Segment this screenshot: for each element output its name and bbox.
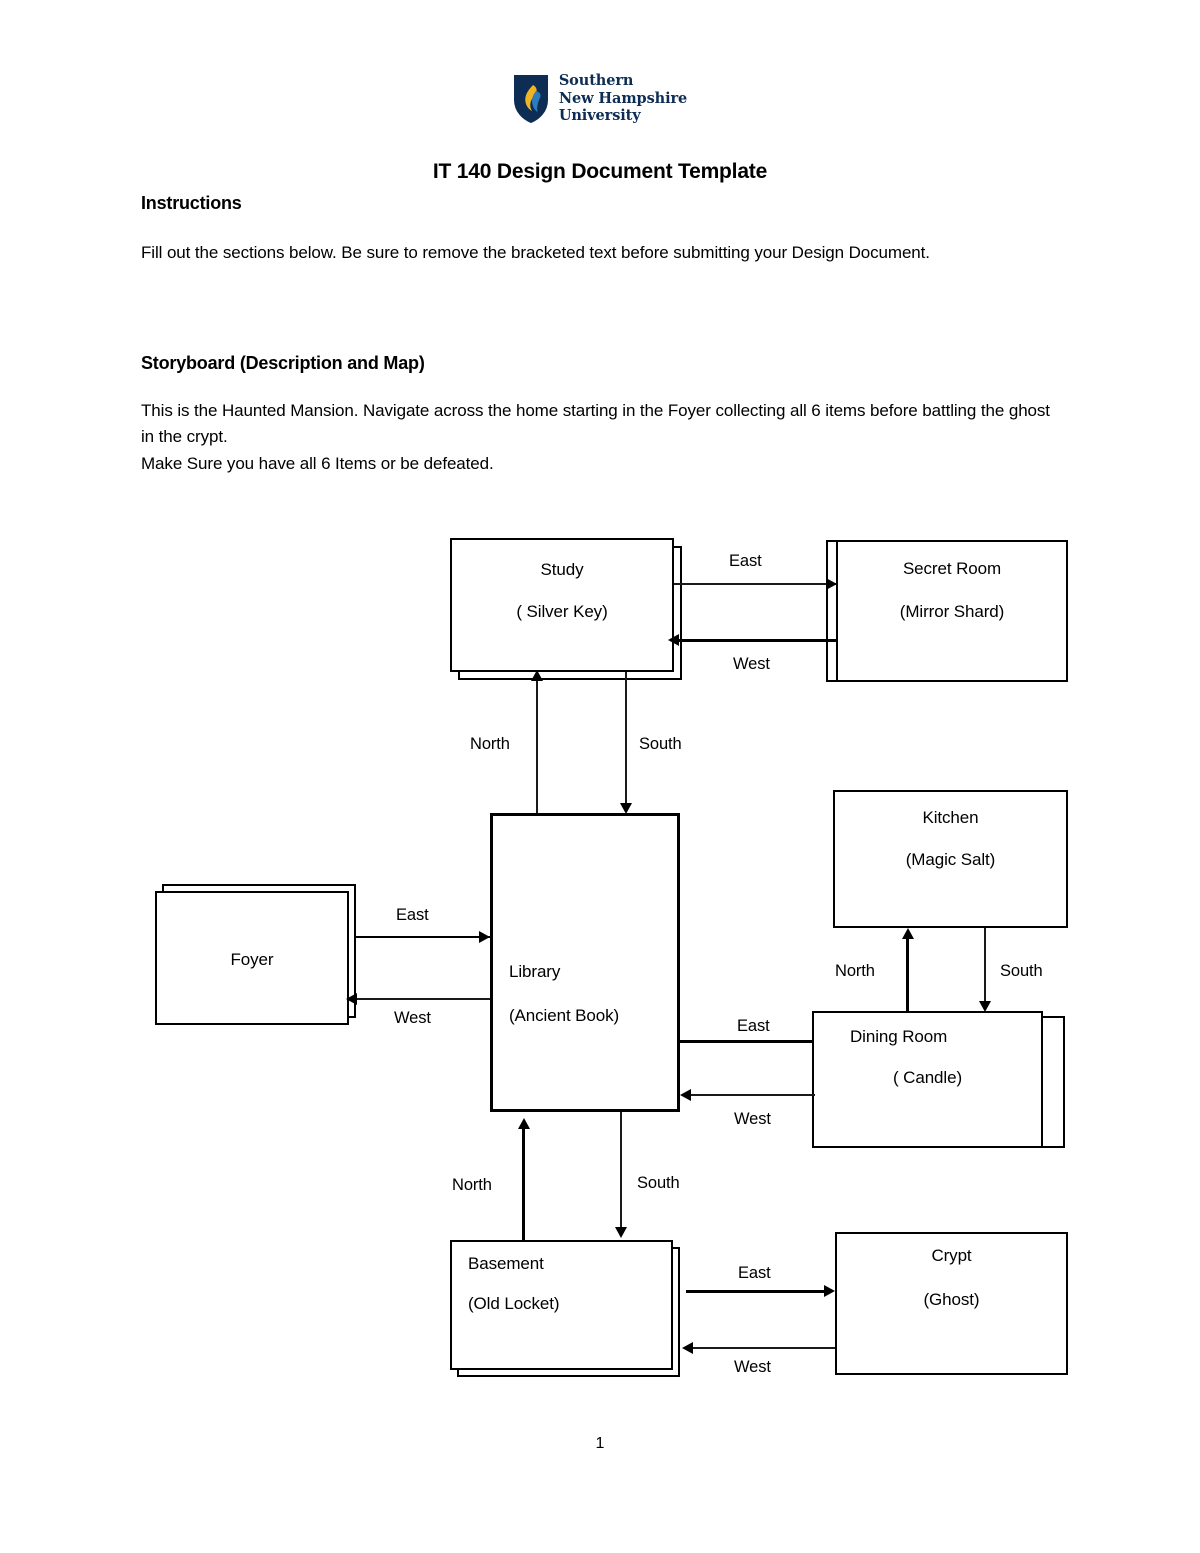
edge-library-dining-east [680, 1040, 814, 1043]
arrowhead-basement-library-north [518, 1118, 530, 1129]
edge-library-foyer-west [356, 998, 490, 1000]
instructions-body: Fill out the sections below. Be sure to … [141, 243, 930, 262]
room-box-kitchen[interactable]: Kitchen (Magic Salt) [833, 790, 1068, 928]
edge-basement-crypt-east [686, 1290, 826, 1293]
arrowhead-study-library-south [620, 803, 632, 814]
storyboard-body-line-2: Make Sure you have all 6 Items or be def… [141, 453, 494, 473]
storyboard-body: This is the Haunted Mansion. Navigate ac… [141, 398, 1066, 477]
room-name-secret-room: Secret Room [902, 559, 1002, 578]
page-number: 1 [595, 1435, 605, 1452]
room-item-secret-room: (Mirror Shard) [899, 602, 1005, 621]
room-name-crypt: Crypt [931, 1246, 972, 1265]
room-box-library[interactable]: Library (Ancient Book) [490, 813, 680, 1112]
room-name-kitchen: Kitchen [922, 808, 979, 827]
direction-label-library-dining-east: East [737, 1017, 770, 1035]
direction-label-foyer-library-east: East [396, 906, 429, 924]
arrowhead-library-study-north [531, 670, 543, 681]
direction-label-crypt-basement-west: West [734, 1358, 771, 1376]
arrowhead-foyer-library-east [479, 931, 490, 943]
direction-label-dining-kitchen-north: North [835, 962, 875, 980]
room-item-basement: (Old Locket) [468, 1294, 560, 1313]
room-box-basement[interactable]: Basement (Old Locket) [450, 1240, 673, 1370]
snhu-logo: Southern New Hampshire University [0, 72, 1200, 125]
storyboard-heading: Storyboard (Description and Map) [141, 353, 425, 373]
edge-study-secret-east-stub [674, 583, 676, 585]
storyboard-body-line-1: This is the Haunted Mansion. Navigate ac… [141, 401, 1050, 447]
edge-study-library-south [625, 672, 627, 805]
edge-dining-library-west [691, 1094, 815, 1096]
arrowhead-secret-study-west [668, 634, 679, 646]
edge-library-basement-south [620, 1112, 622, 1231]
arrowhead-crypt-basement-west [682, 1342, 693, 1354]
direction-label-basement-crypt-east: East [738, 1264, 771, 1282]
direction-label-dining-library-west: West [734, 1110, 771, 1128]
edge-dining-kitchen-north [906, 936, 909, 1011]
direction-label-basement-library-north: North [452, 1176, 492, 1194]
instructions-heading: Instructions [141, 193, 242, 213]
room-item-library: (Ancient Book) [509, 1006, 620, 1025]
direction-label-study-secret-east: East [729, 552, 762, 570]
room-item-study: ( Silver Key) [516, 602, 608, 621]
direction-label-library-foyer-west: West [394, 1009, 431, 1027]
room-box-study[interactable]: Study ( Silver Key) [450, 538, 674, 672]
direction-label-secret-study-west: West [733, 655, 770, 673]
room-name-foyer: Foyer [230, 950, 274, 969]
direction-label-kitchen-dining-south: South [1000, 962, 1043, 980]
edge-foyer-library-east [356, 936, 490, 938]
arrowhead-dining-library-west [680, 1089, 691, 1101]
room-box-dining-room[interactable]: Dining Room ( Candle) [812, 1011, 1043, 1148]
room-box-foyer[interactable]: Foyer [155, 891, 349, 1025]
arrowhead-library-foyer-west [346, 993, 357, 1005]
room-item-kitchen: (Magic Salt) [905, 850, 996, 869]
edge-study-secret-east [674, 583, 836, 585]
direction-label-library-basement-south: South [637, 1174, 680, 1192]
direction-label-study-library-south: South [639, 735, 682, 753]
direction-label-library-study-north: North [470, 735, 510, 753]
arrowhead-basement-crypt-east [824, 1285, 835, 1297]
logo-line-1: Southern [558, 72, 634, 89]
snhu-shield-flame-icon [513, 74, 549, 124]
room-item-crypt: (Ghost) [923, 1290, 980, 1309]
room-name-dining-room: Dining Room [850, 1027, 948, 1046]
room-box-crypt[interactable]: Crypt (Ghost) [835, 1232, 1068, 1375]
edge-crypt-basement-west [692, 1347, 835, 1349]
room-name-library: Library [509, 962, 561, 981]
arrowhead-study-secret-east [826, 578, 837, 590]
arrowhead-dining-kitchen-north [902, 928, 914, 939]
edge-kitchen-dining-south [984, 928, 986, 1007]
arrowhead-kitchen-dining-south [979, 1001, 991, 1012]
edge-library-study-north [536, 679, 538, 813]
room-box-secret-room[interactable]: Secret Room (Mirror Shard) [836, 540, 1068, 682]
logo-line-2: New Hampshire [558, 89, 688, 107]
edge-basement-library-north [522, 1126, 525, 1240]
page-title: IT 140 Design Document Template [432, 160, 768, 183]
room-item-dining-room: ( Candle) [892, 1068, 963, 1087]
arrowhead-library-basement-south [615, 1227, 627, 1238]
room-name-study: Study [540, 560, 584, 579]
room-name-basement: Basement [468, 1254, 544, 1273]
logo-line-3: University [558, 107, 641, 125]
edge-secret-study-west [679, 639, 836, 642]
